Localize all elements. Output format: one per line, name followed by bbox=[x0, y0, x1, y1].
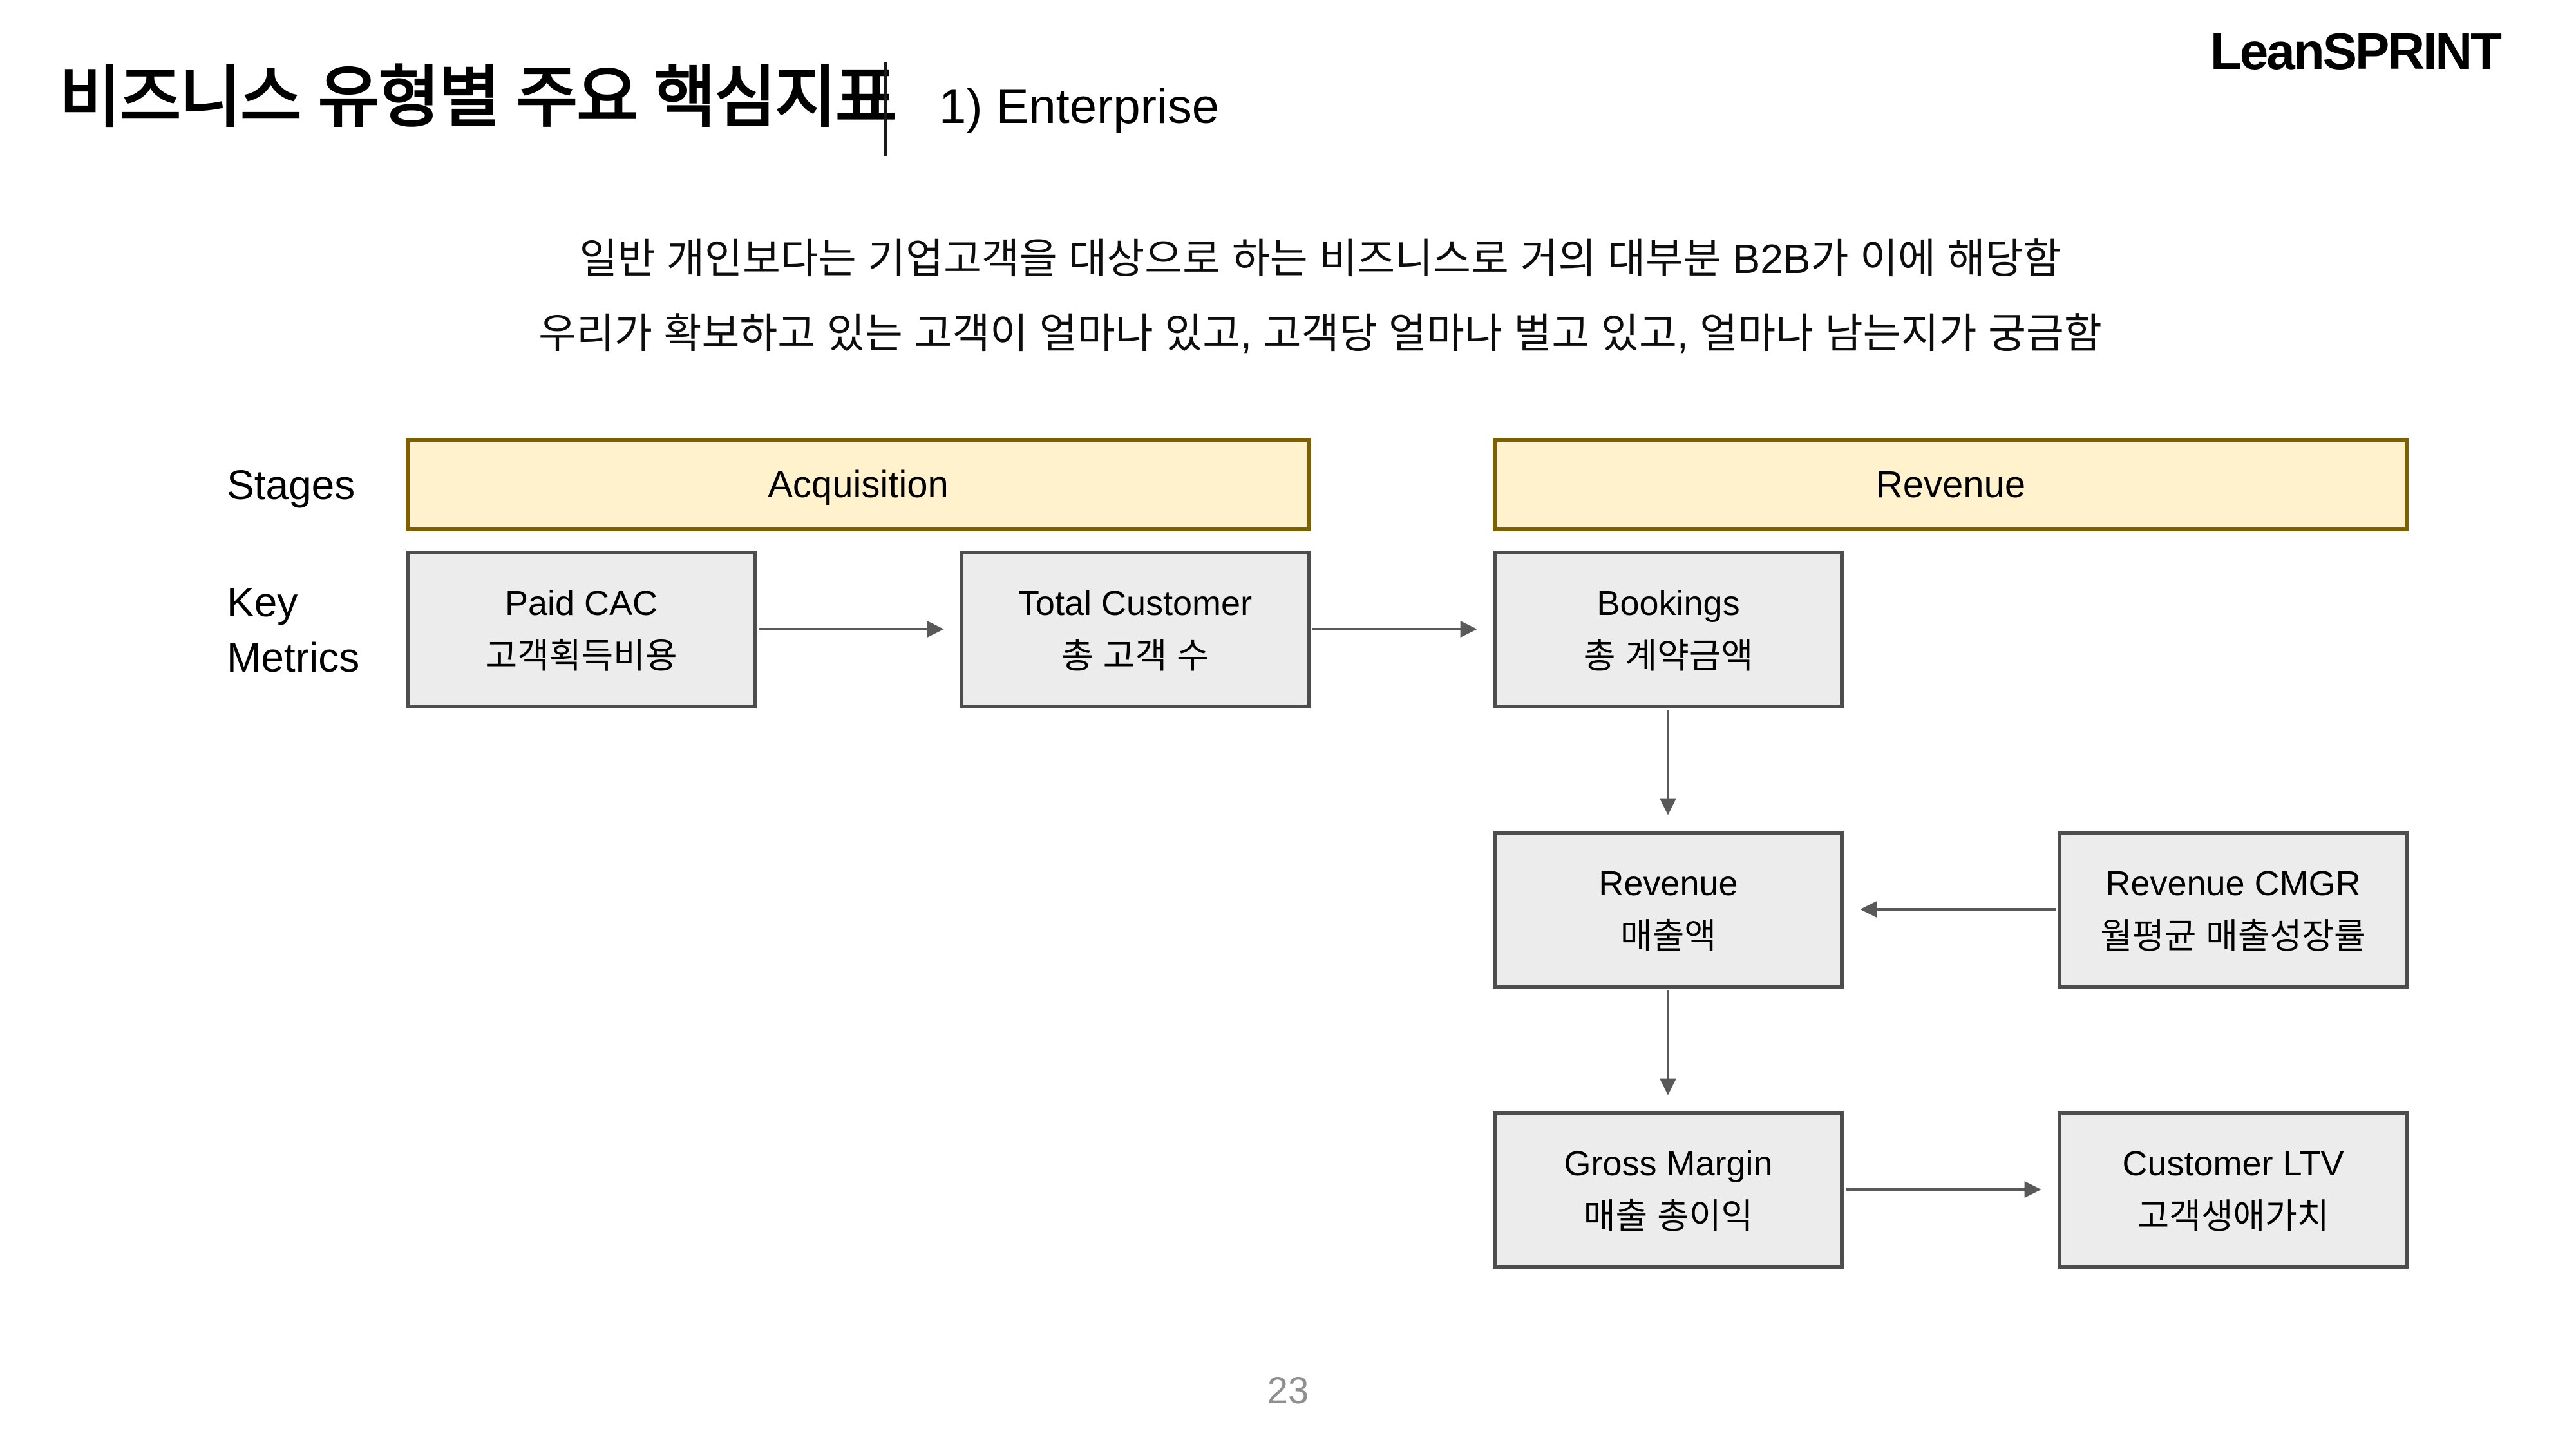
stage-label: Revenue bbox=[1875, 464, 2026, 506]
metric-name-ko: 매출 총이익 bbox=[1583, 1197, 1754, 1236]
row-label-stages: Stages bbox=[227, 438, 355, 531]
page-number: 23 bbox=[1267, 1370, 1309, 1412]
intro-paragraph: 일반 개인보다는 기업고객을 대상으로 하는 비즈니스로 거의 대부분 B2B가… bbox=[64, 222, 2576, 371]
metric-box-gross-margin: Gross Margin 매출 총이익 bbox=[1493, 1111, 1844, 1269]
stages-label: Stages bbox=[227, 461, 355, 508]
metric-name-ko: 총 계약금액 bbox=[1583, 636, 1754, 676]
metric-name-ko: 매출액 bbox=[1620, 916, 1717, 956]
row-label-key-metrics: Key Metrics bbox=[227, 551, 359, 708]
metric-box-bookings: Bookings 총 계약금액 bbox=[1493, 551, 1844, 708]
intro-line-1: 일반 개인보다는 기업고객을 대상으로 하는 비즈니스로 거의 대부분 B2B가… bbox=[579, 236, 2061, 282]
metric-box-total-customer: Total Customer 총 고객 수 bbox=[960, 551, 1311, 708]
metric-name-en: Total Customer bbox=[1018, 583, 1253, 623]
metric-name-en: Customer LTV bbox=[2122, 1144, 2344, 1183]
title-divider-line bbox=[884, 62, 887, 156]
metric-box-revenue-cmgr: Revenue CMGR 월평균 매출성장률 bbox=[2058, 831, 2409, 989]
key-metrics-label-line2: Metrics bbox=[227, 634, 360, 681]
stage-box-acquisition: Acquisition bbox=[406, 438, 1311, 531]
metric-name-en: Revenue CMGR bbox=[2105, 864, 2361, 903]
metric-name-ko: 고객획득비용 bbox=[485, 636, 677, 676]
metric-box-paid-cac: Paid CAC 고객획득비용 bbox=[406, 551, 757, 708]
brand-logo: LeanSPRINT bbox=[2210, 23, 2502, 80]
metric-box-customer-ltv: Customer LTV 고객생애가치 bbox=[2058, 1111, 2409, 1269]
metric-name-ko: 월평균 매출성장률 bbox=[2100, 916, 2366, 956]
metric-name-ko: 총 고객 수 bbox=[1061, 636, 1209, 676]
metric-name-ko: 고객생애가치 bbox=[2137, 1197, 2329, 1236]
page-title: 비즈니스 유형별 주요 핵심지표 bbox=[59, 61, 897, 135]
metric-name-en: Revenue bbox=[1598, 864, 1738, 903]
key-metrics-label-line1: Key bbox=[227, 578, 298, 625]
metric-name-en: Paid CAC bbox=[504, 583, 658, 623]
metric-name-en: Gross Margin bbox=[1564, 1144, 1773, 1183]
metric-box-revenue: Revenue 매출액 bbox=[1493, 831, 1844, 989]
stage-label: Acquisition bbox=[768, 464, 949, 506]
page-subtitle: 1) Enterprise bbox=[939, 79, 1220, 134]
intro-line-2: 우리가 확보하고 있는 고객이 얼마나 있고, 고객당 얼마나 벌고 있고, 얼… bbox=[538, 310, 2102, 357]
metric-name-en: Bookings bbox=[1596, 583, 1740, 623]
stage-box-revenue: Revenue bbox=[1493, 438, 2409, 531]
